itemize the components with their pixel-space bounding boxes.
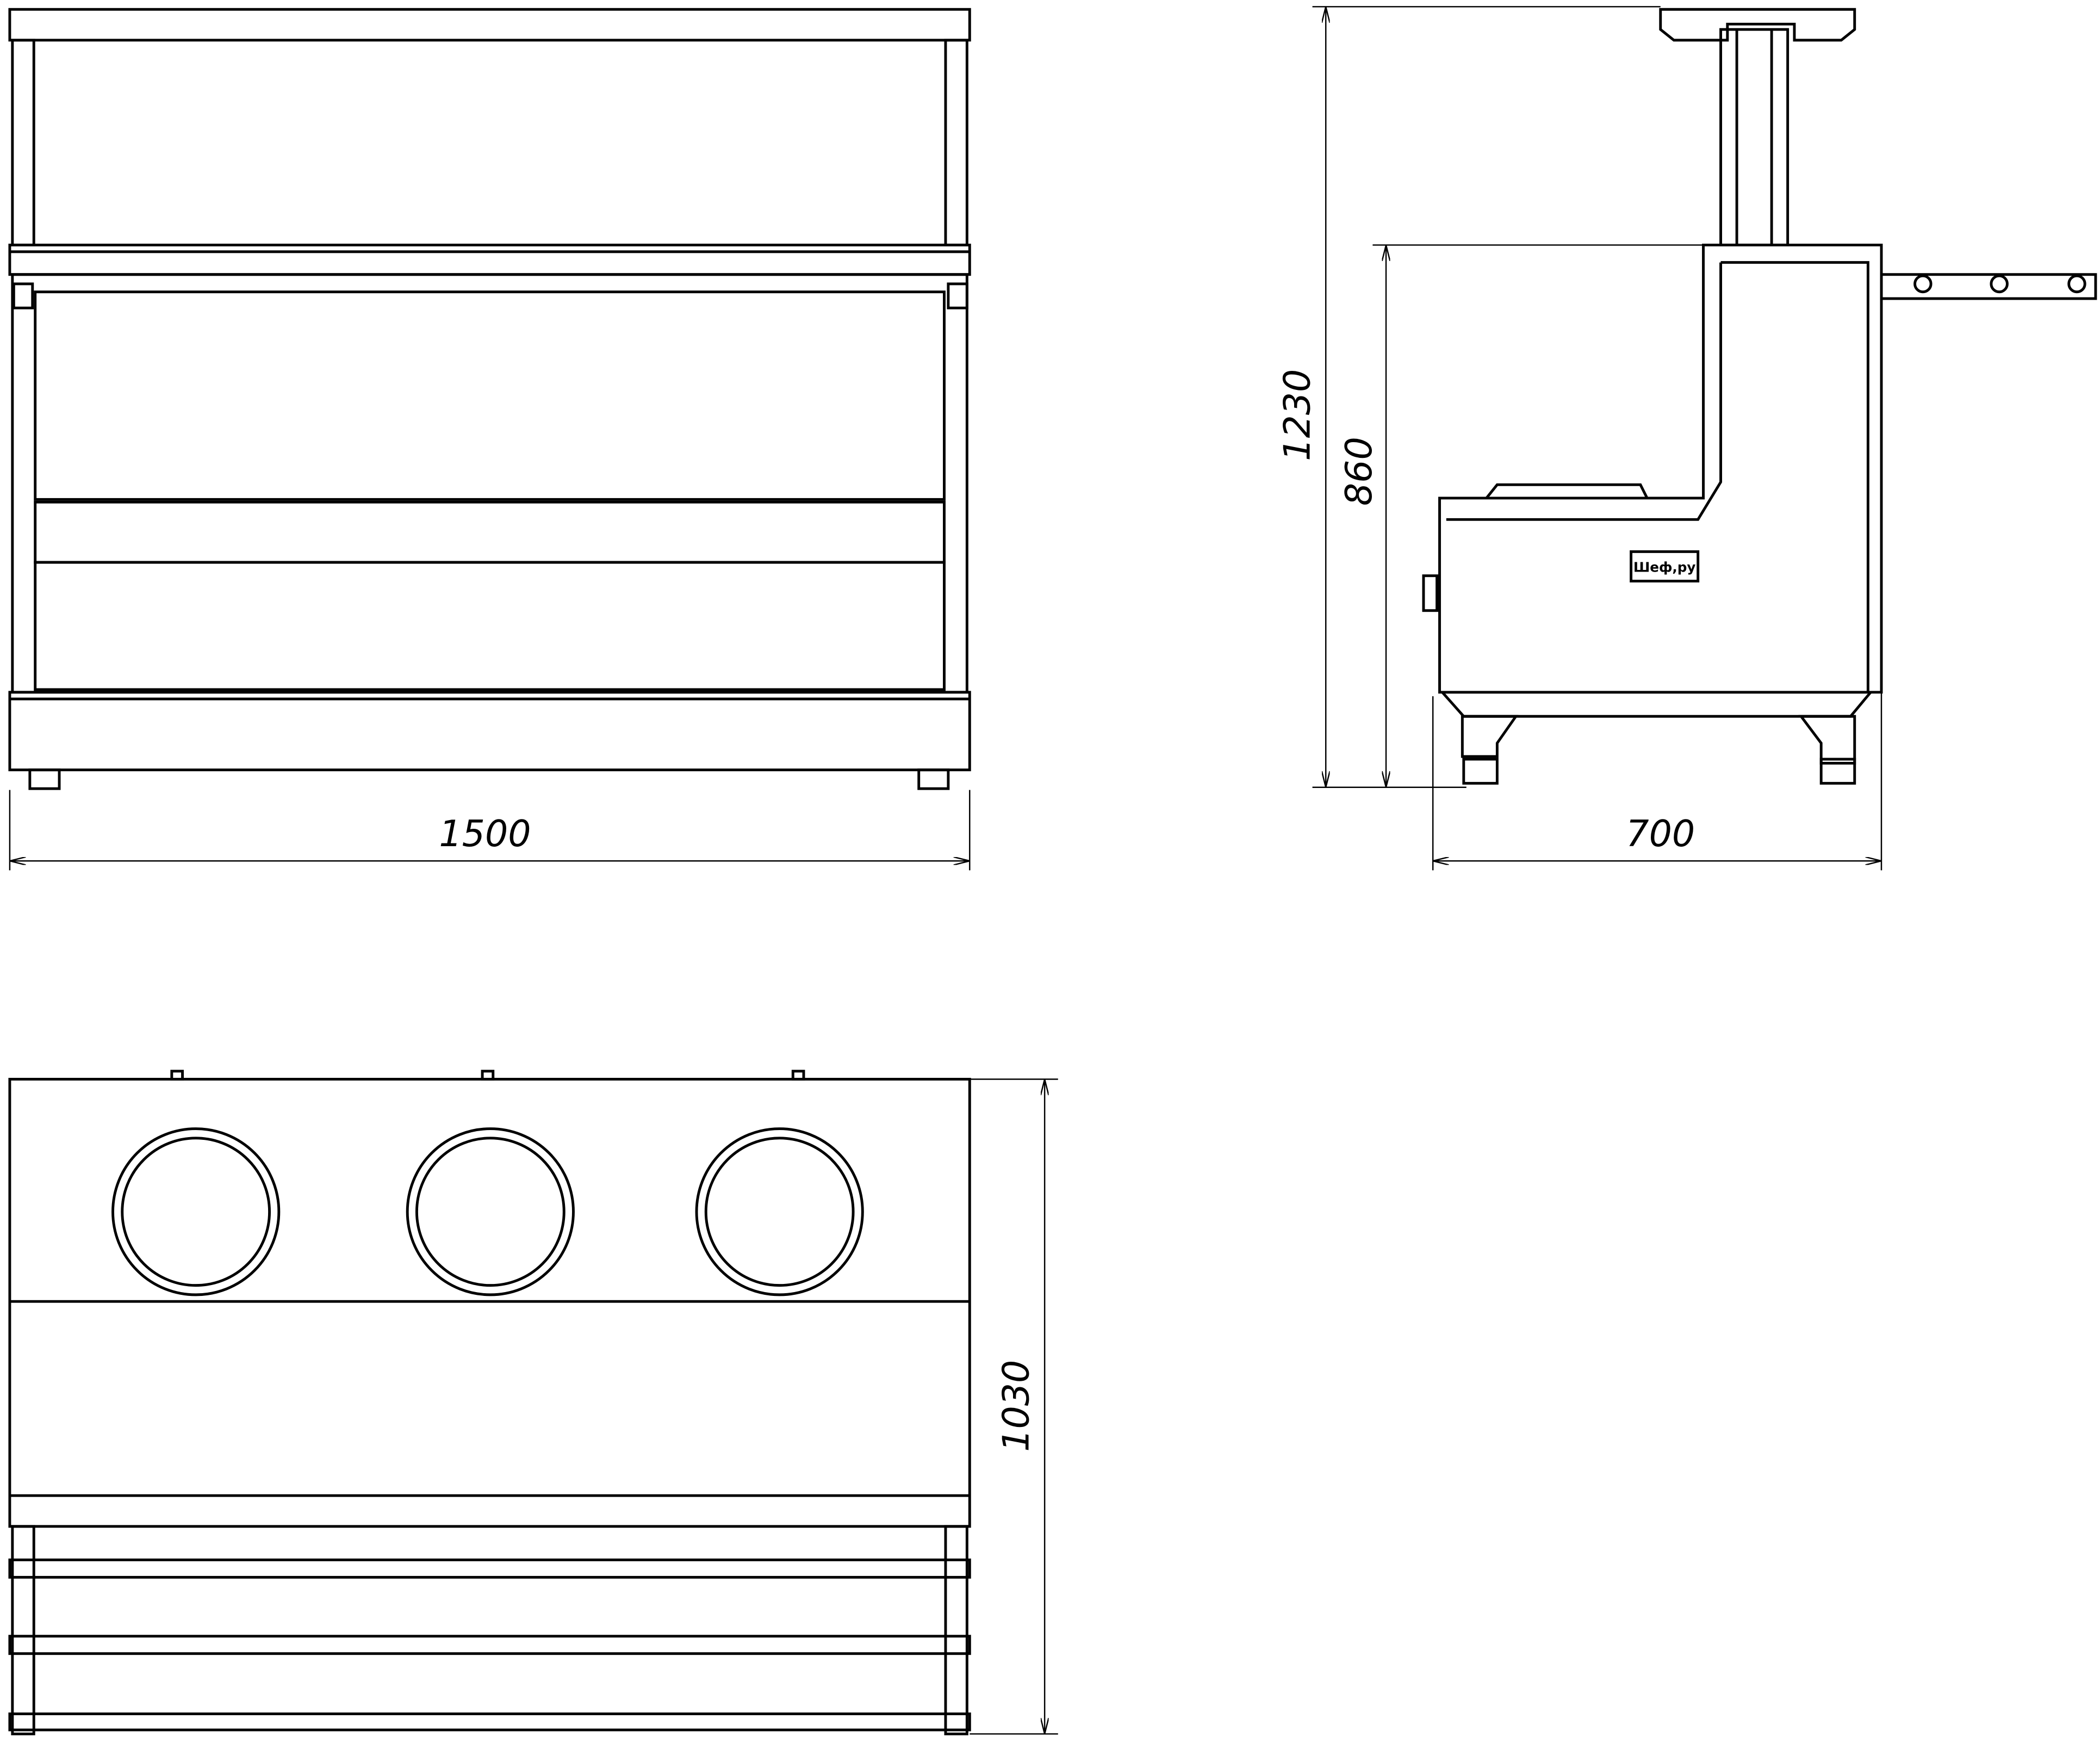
front-view: 1500 <box>8 8 971 871</box>
top-view: 1030 <box>8 1070 1058 1735</box>
brand-logo: Шеф,ру <box>1633 559 1696 575</box>
counter-height-dimension: 860 <box>1338 437 1380 506</box>
top-depth-dimension: 1030 <box>995 1360 1037 1452</box>
front-width-dimension: 1500 <box>439 812 531 855</box>
depth-dimension: 700 <box>1626 812 1695 855</box>
side-view: Шеф,ру 1230 860 700 <box>1276 6 2097 871</box>
total-height-dimension: 1230 <box>1276 369 1319 461</box>
